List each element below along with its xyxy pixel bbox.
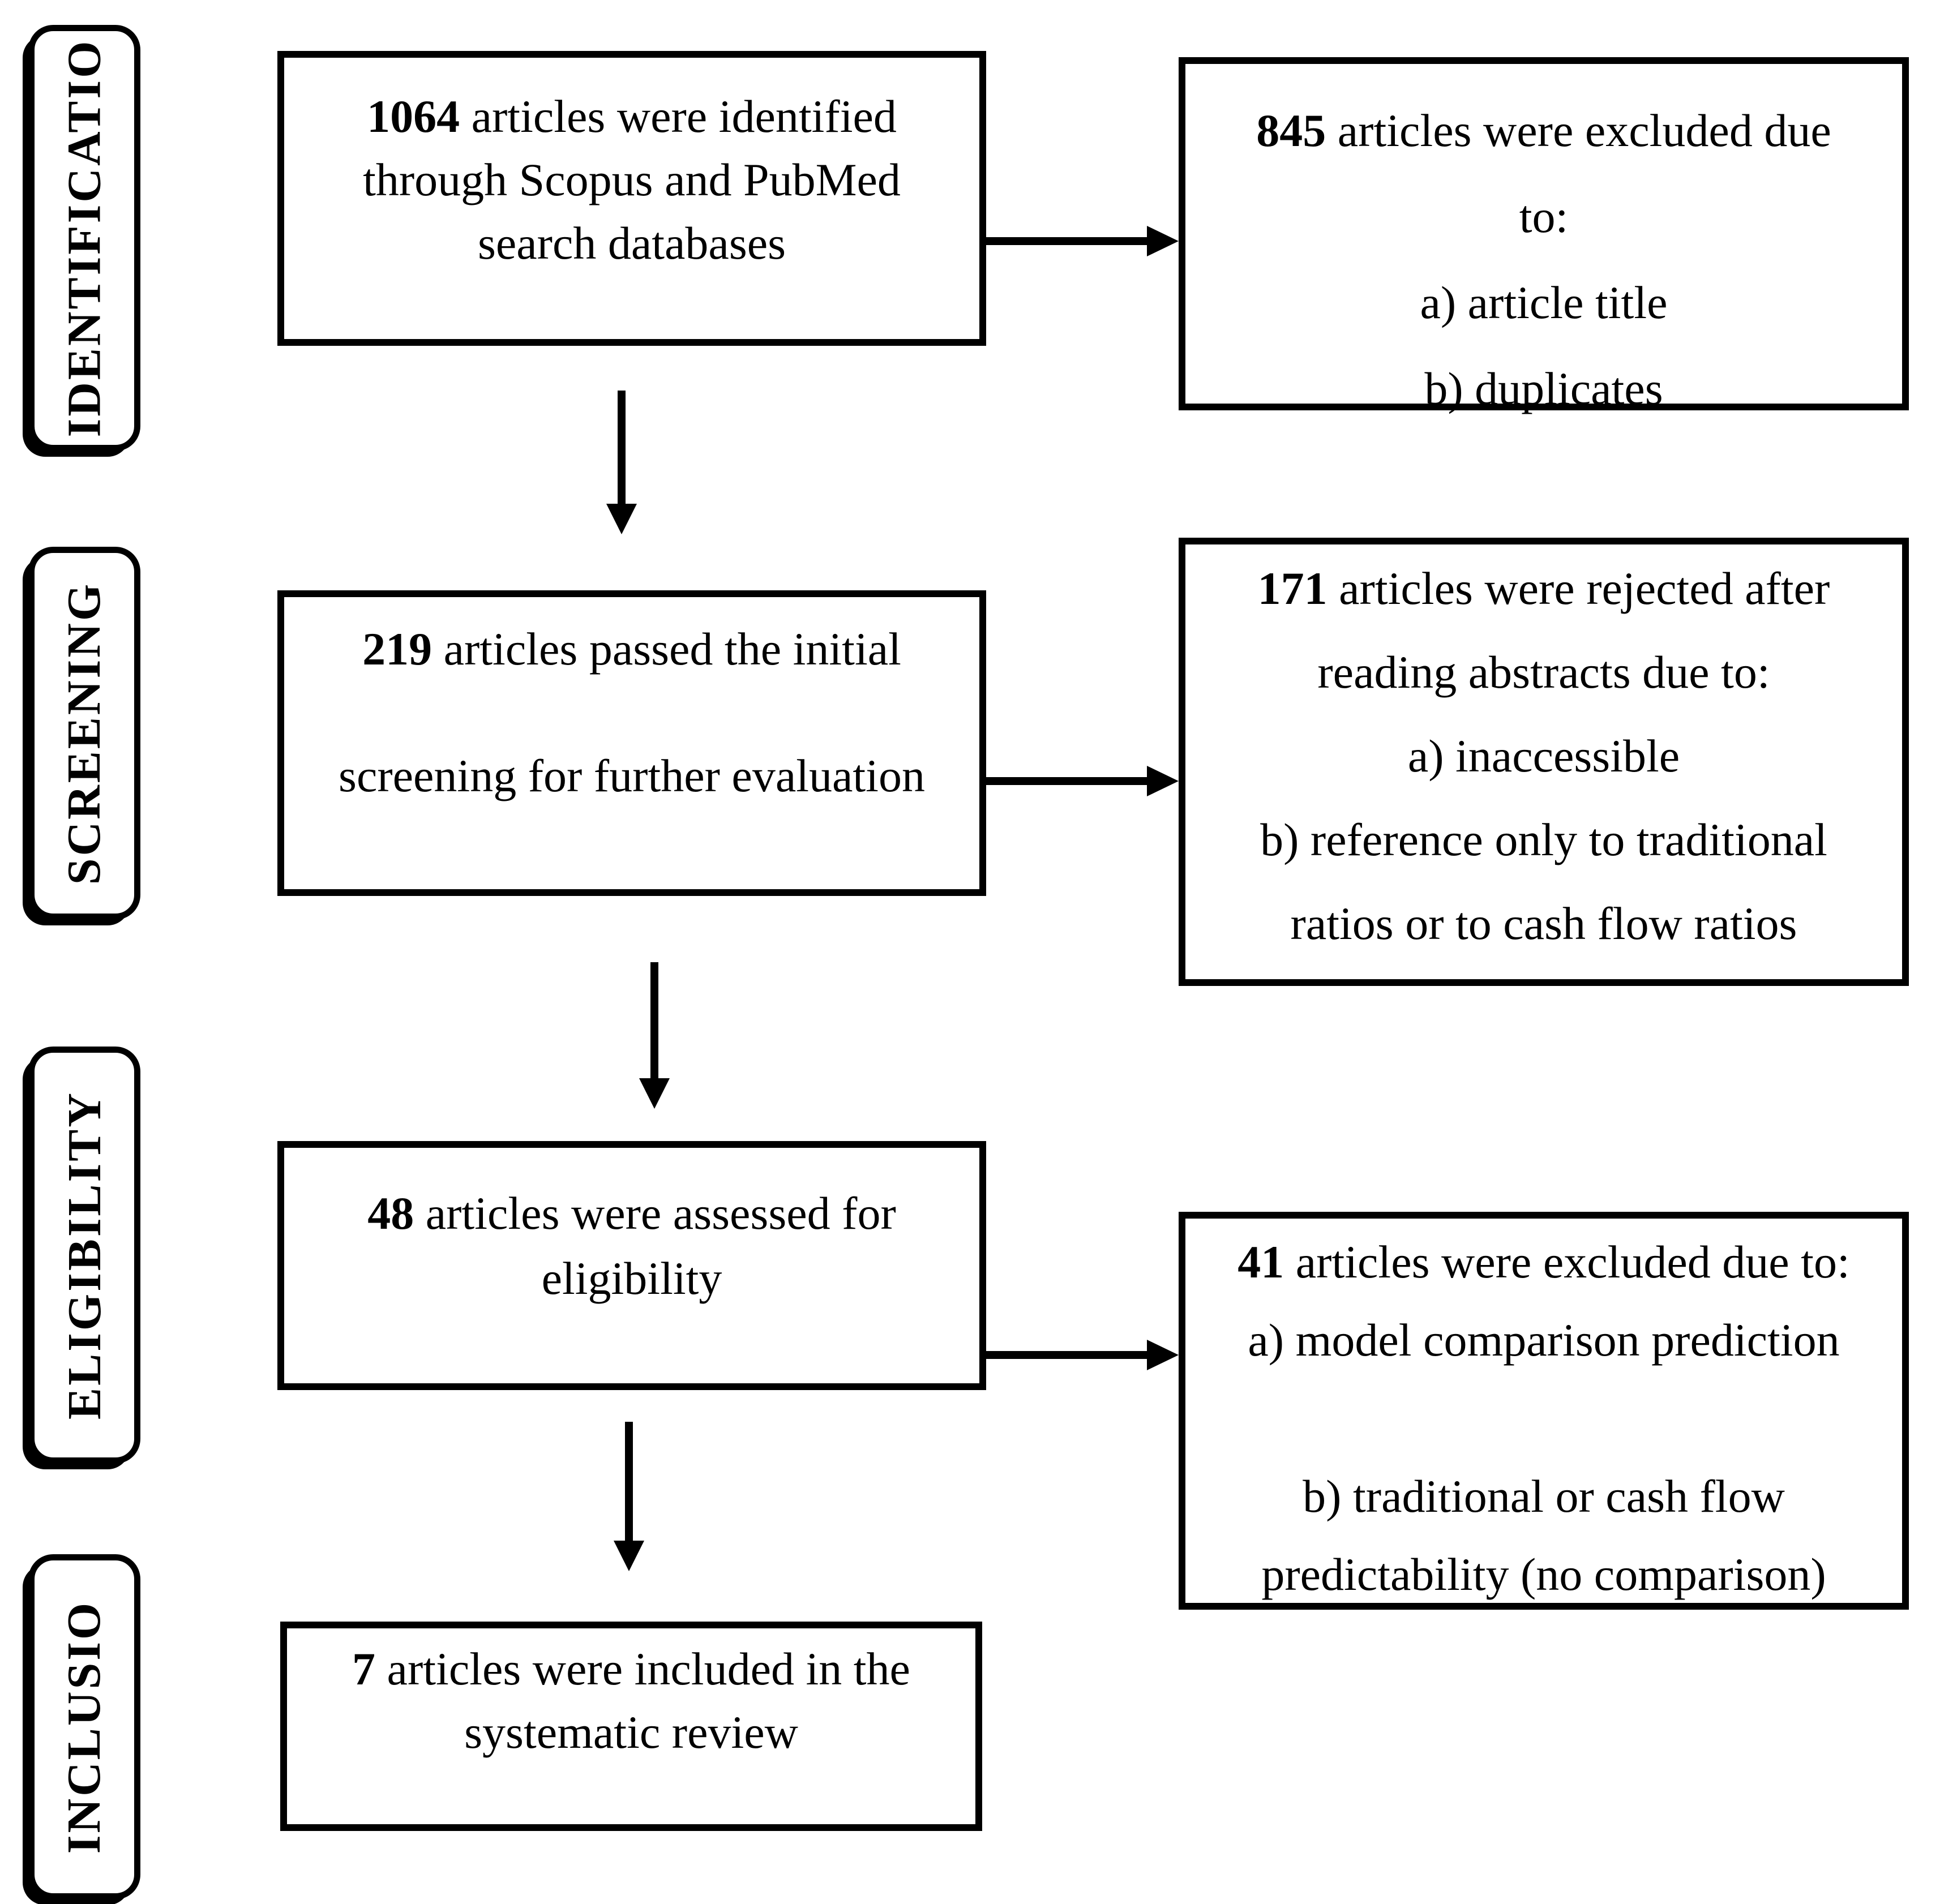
stage-label-inclusion-text: INCLUSIO xyxy=(58,1600,111,1854)
stage-label-identification: IDENTIFICATIO xyxy=(28,25,140,451)
box-excluded-eligibility: 41 articles were excluded due to: a) mod… xyxy=(1179,1212,1909,1610)
box-line: b) reference only to traditional xyxy=(1260,814,1827,865)
box-line-text: articles passed the initial xyxy=(443,623,901,675)
box-line-text: articles were excluded due to: xyxy=(1295,1236,1850,1288)
count-assessed: 48 xyxy=(367,1187,414,1239)
box-line: 1064 articles were identified xyxy=(284,85,979,148)
box-line: a) inaccessible xyxy=(1407,730,1680,782)
box-line: through Scopus and PubMed xyxy=(363,154,901,205)
arrowhead-right-icon xyxy=(1147,766,1179,796)
count-rejected: 171 xyxy=(1257,563,1327,614)
box-articles-screened: 219 articles passed the initial screenin… xyxy=(277,590,986,896)
arrowhead-down-icon xyxy=(614,1541,644,1571)
arrowhead-down-icon xyxy=(639,1078,670,1109)
stage-label-screening: SCREENING xyxy=(28,547,140,920)
arrow-shaft xyxy=(986,777,1147,785)
arrow-shaft xyxy=(650,962,658,1078)
box-line: ratios or to cash flow ratios xyxy=(1290,898,1797,949)
box-excluded-title-duplicates: 845 articles were excluded due to: a) ar… xyxy=(1179,57,1909,414)
arrowhead-right-icon xyxy=(1147,226,1179,256)
count-excluded-title: 845 xyxy=(1256,105,1326,156)
arrow-shaft xyxy=(986,237,1147,245)
arrowhead-right-icon xyxy=(1147,1340,1179,1370)
box-line: a) article title xyxy=(1420,277,1668,328)
box-line: to: xyxy=(1519,191,1569,242)
arrow-shaft xyxy=(618,391,626,504)
box-line: 41 articles were excluded due to: xyxy=(1185,1223,1902,1301)
box-line: search databases xyxy=(477,217,786,269)
box-articles-included: 7 articles were included in the systemat… xyxy=(280,1622,982,1831)
box-line-text: articles were identified xyxy=(471,91,897,142)
box-line-text: articles were excluded due xyxy=(1337,105,1831,156)
box-rejected-after-abstracts: 171 articles were rejected after reading… xyxy=(1179,538,1909,986)
count-excluded-eligibility: 41 xyxy=(1237,1236,1284,1288)
stage-label-eligibility-text: ELIGIBILITY xyxy=(58,1091,111,1420)
box-line: reading abstracts due to: xyxy=(1317,646,1770,698)
stage-label-eligibility: ELIGIBILITY xyxy=(28,1047,140,1464)
box-line: screening for further evaluation xyxy=(339,750,925,801)
arrowhead-down-icon xyxy=(606,504,637,534)
box-line: a) model comparison prediction xyxy=(1248,1314,1840,1366)
box-line: systematic review xyxy=(464,1706,798,1758)
arrow-shaft xyxy=(625,1422,633,1541)
count-screened: 219 xyxy=(362,623,432,675)
stage-label-identification-text: IDENTIFICATIO xyxy=(58,38,111,438)
box-line: 48 articles were assessed for xyxy=(284,1181,979,1246)
box-line: b) duplicates xyxy=(1424,363,1663,414)
box-line-text: articles were assessed for xyxy=(425,1187,896,1239)
arrow-shaft xyxy=(986,1351,1147,1359)
box-articles-assessed: 48 articles were assessed for eligibilit… xyxy=(277,1141,986,1390)
box-line: 219 articles passed the initial xyxy=(284,617,979,681)
box-line: eligibility xyxy=(541,1253,722,1304)
box-line: 171 articles were rejected after xyxy=(1185,547,1902,631)
box-line: predictability (no comparison) xyxy=(1261,1549,1826,1600)
box-line-text: articles were rejected after xyxy=(1339,563,1830,614)
box-line: 7 articles were included in the xyxy=(287,1637,975,1701)
stage-label-inclusion: INCLUSIO xyxy=(28,1554,140,1899)
count-included: 7 xyxy=(352,1643,376,1695)
count-identified: 1064 xyxy=(367,91,460,142)
stage-label-screening-text: SCREENING xyxy=(58,581,111,885)
box-articles-identified: 1064 articles were identified through Sc… xyxy=(277,51,986,346)
box-line-text: articles were included in the xyxy=(387,1643,910,1695)
box-line: b) traditional or cash flow xyxy=(1303,1470,1785,1522)
box-line: 845 articles were excluded due xyxy=(1185,88,1902,174)
box-line xyxy=(1185,1379,1902,1457)
